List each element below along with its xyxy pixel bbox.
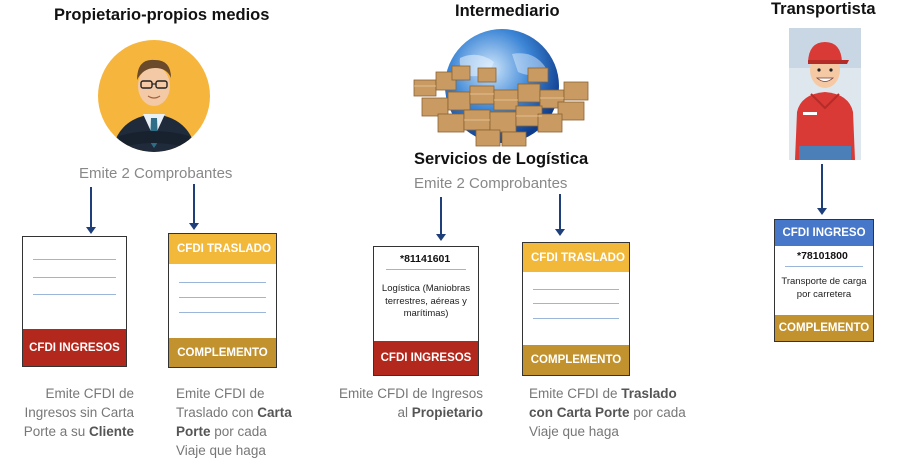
owner-arrow-2: [189, 184, 199, 230]
carrier-doc-footer: COMPLEMENTO: [775, 315, 873, 341]
intermediary-doc2-footer: COMPLEMENTO: [523, 345, 629, 375]
intermediary-doc2-header: CFDI TRASLADO: [523, 243, 629, 272]
carrier-arrow: [817, 164, 827, 215]
owner-doc2-caption: Emite CFDI de Traslado con Carta Porte p…: [176, 386, 292, 458]
carrier-title: Transportista: [771, 0, 876, 18]
intermediary-doc1-description: Logística (Maniobras terrestres, aéreas …: [381, 283, 471, 319]
owner-cfdi-traslado-doc: CFDI TRASLADO COMPLEMENTO: [168, 233, 277, 368]
carrier-doc-description: Transporte de carga por carretera: [781, 276, 867, 300]
intermediary-doc1-footer: CFDI INGRESOS: [374, 341, 478, 375]
owner-doc1-caption: Emite CFDI de Ingresos sin Carta Porte a…: [23, 386, 134, 439]
intermediary-doc2-caption: Emite CFDI de Traslado con Carta Porte p…: [529, 386, 686, 439]
intermediary-doc1-code: *81141601: [400, 253, 451, 265]
intermediary-arrow-1: [436, 197, 446, 241]
intermediary-arrow-2: [555, 194, 565, 236]
intermediary-subtitle: Emite 2 Comprobantes: [414, 175, 568, 192]
intermediary-doc1-caption: Emite CFDI de Ingresos al Propietario: [338, 386, 483, 420]
owner-doc2-footer: COMPLEMENTO: [169, 338, 276, 367]
owner-doc2-header: CFDI TRASLADO: [169, 234, 276, 264]
intermediary-title: Intermediario: [455, 2, 560, 20]
intermediary-cfdi-traslado-doc: CFDI TRASLADO COMPLEMENTO: [522, 242, 630, 376]
delivery-man-icon: [789, 28, 861, 160]
intermediary-cfdi-ingresos-doc: *81141601 Logística (Maniobras terrestre…: [373, 246, 479, 376]
owner-cfdi-ingresos-doc: CFDI INGRESOS: [22, 236, 127, 367]
carrier-cfdi-ingreso-doc: CFDI INGRESO *78101800 Transporte de car…: [774, 219, 874, 342]
owner-subtitle: Emite 2 Comprobantes: [79, 165, 233, 182]
businessman-avatar-icon: [98, 40, 210, 152]
owner-title: Propietario-propios medios: [54, 6, 270, 24]
carrier-doc-code: *78101800: [797, 250, 848, 262]
globe-boxes-icon: [413, 29, 589, 147]
owner-arrow-1: [86, 187, 96, 234]
owner-doc1-footer: CFDI INGRESOS: [23, 329, 126, 366]
intermediary-service-title: Servicios de Logística: [414, 150, 589, 168]
carrier-doc-header: CFDI INGRESO: [775, 220, 873, 246]
